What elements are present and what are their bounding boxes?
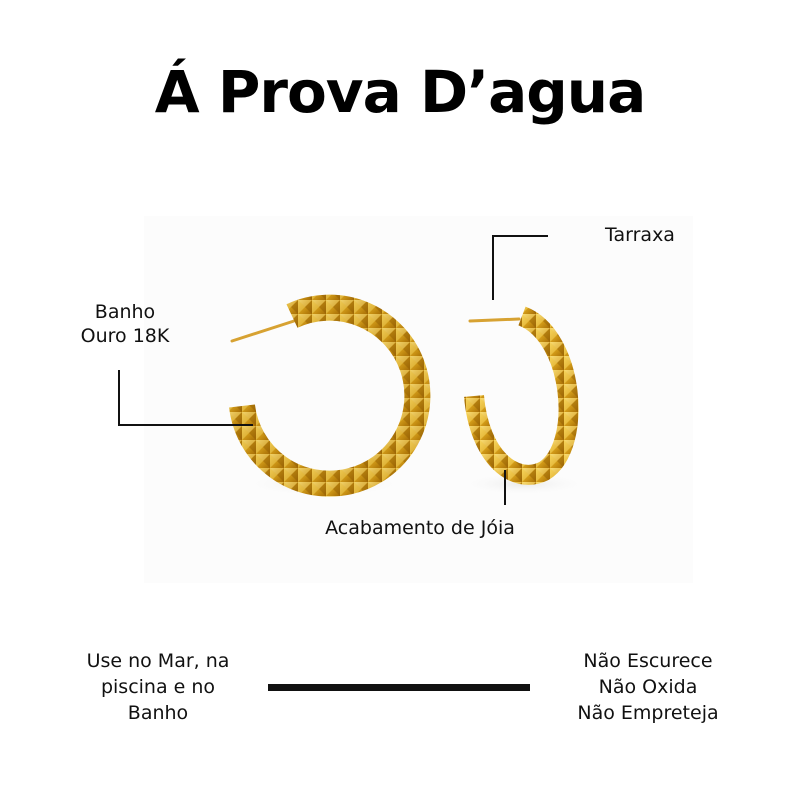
backing-callout-line-vertical <box>492 235 494 300</box>
usage-line-1: Use no Mar, na <box>86 650 230 672</box>
backing-label: Tarraxa <box>605 224 675 246</box>
gold-hoop-earrings-image <box>229 294 594 498</box>
usage-text: Use no Mar, na piscina e no Banho <box>58 648 258 726</box>
plating-callout-line-vertical <box>118 370 120 426</box>
finish-callout-line-vertical <box>504 470 506 505</box>
benefit-line-3: Não Empreteja <box>577 702 719 724</box>
usage-line-2: piscina e no <box>100 676 216 698</box>
product-photo-panel <box>144 216 693 583</box>
finish-label: Acabamento de Jóia <box>325 517 515 539</box>
plating-label: Banho Ouro 18K <box>70 300 180 348</box>
backing-callout-line-horizontal <box>492 235 548 237</box>
plating-label-line1: Banho <box>94 301 156 323</box>
benefits-text: Não Escurece Não Oxida Não Empreteja <box>548 648 748 726</box>
page-title: Á Prova D’agua <box>154 58 646 126</box>
plating-label-line2: Ouro 18K <box>80 325 170 347</box>
usage-line-3: Banho <box>127 702 189 724</box>
plating-callout-line-horizontal <box>118 424 253 426</box>
benefit-line-1: Não Escurece <box>583 650 713 672</box>
benefit-line-2: Não Oxida <box>598 676 698 698</box>
bottom-divider <box>268 684 530 691</box>
